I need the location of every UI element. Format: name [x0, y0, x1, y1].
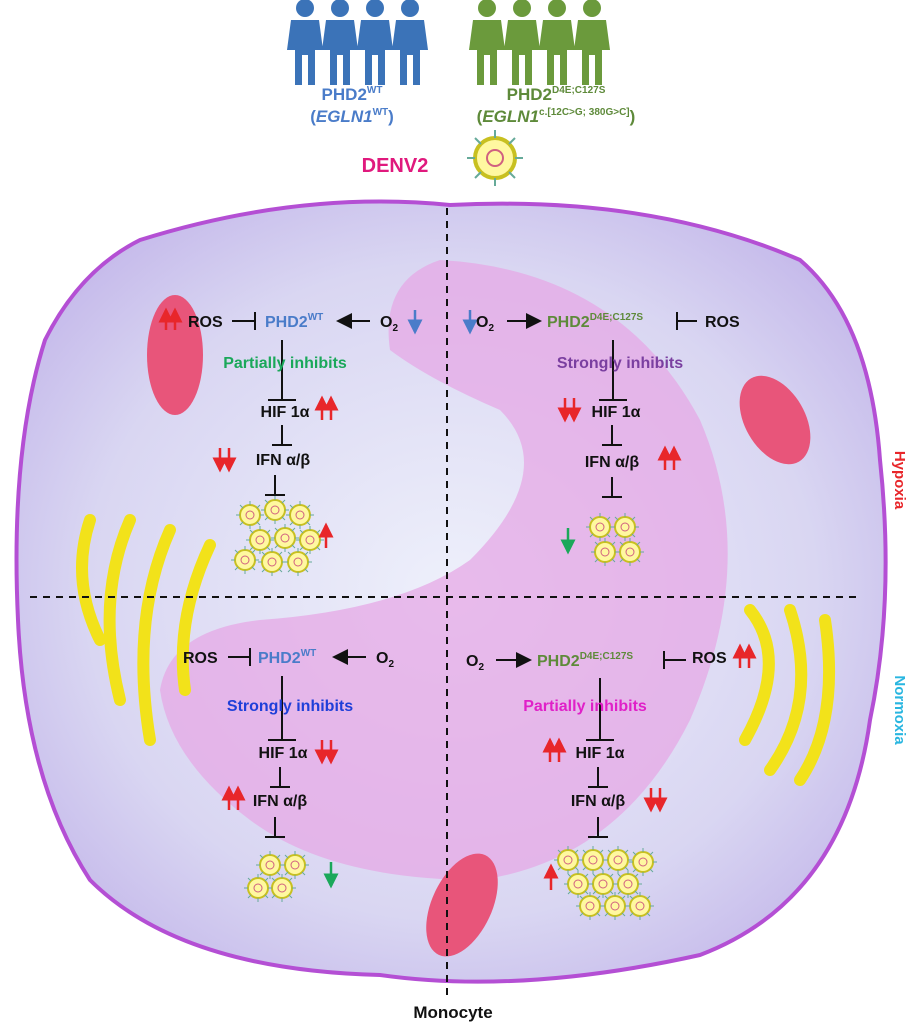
o2-label: O2	[466, 653, 484, 673]
mitochondrion	[739, 375, 811, 465]
phd2-wt-label: PHD2WT	[265, 312, 323, 331]
mitochondrion	[147, 295, 203, 415]
o2-label: O2	[380, 314, 398, 334]
wt-population-icon	[287, 0, 428, 85]
quadrant-hypoxia-wt: ROS PHD2WT O2 Partially inhibits HIF 1α …	[158, 307, 423, 577]
ros-label: ROS	[692, 650, 727, 667]
ifn-label: IFN α/β	[253, 793, 308, 810]
monocyte-label: Monocyte	[413, 1003, 492, 1022]
mutant-population-icon	[469, 0, 610, 85]
wt-label: PHD2WT	[322, 85, 383, 104]
mutant-gene-label: (EGLN1c.[12C>G; 380G>C])	[477, 107, 636, 126]
ifn-label: IFN α/β	[585, 454, 640, 471]
quadrant-normoxia-mutant: O2 PHD2D4E;C127S ROS Partially inhibits …	[466, 643, 757, 921]
o2-label: O2	[376, 650, 394, 670]
endoplasmic-reticulum	[76, 514, 836, 786]
denv2-label: DENV2	[362, 155, 429, 177]
ros-label: ROS	[705, 314, 740, 331]
hif-label: HIF 1α	[261, 404, 310, 421]
hypoxia-label: Hypoxia	[891, 451, 908, 510]
dengue-virus-icon	[465, 128, 525, 188]
inhibition-label: Partially inhibits	[523, 698, 647, 715]
nucleus	[160, 260, 728, 880]
ifn-label: IFN α/β	[571, 793, 626, 810]
ros-label: ROS	[188, 314, 223, 331]
quadrant-normoxia-wt: ROS PHD2WT O2 Strongly inhibits HIF 1α I…	[183, 648, 394, 903]
ros-label: ROS	[183, 650, 218, 667]
o2-label: O2	[476, 314, 494, 334]
phd2-mutant-label: PHD2D4E;C127S	[547, 312, 643, 331]
hif-label: HIF 1α	[576, 745, 625, 762]
inhibition-label: Strongly inhibits	[227, 698, 353, 715]
normoxia-label: Normoxia	[891, 675, 908, 745]
mitochondrion	[426, 853, 498, 957]
phd2-wt-label: PHD2WT	[258, 648, 316, 667]
ifn-label: IFN α/β	[256, 452, 311, 469]
inhibition-label: Strongly inhibits	[557, 355, 683, 372]
phd2-mutant-label: PHD2D4E;C127S	[537, 651, 633, 670]
hif-label: HIF 1α	[592, 404, 641, 421]
mutant-label: PHD2D4E;C127S	[507, 85, 606, 104]
inhibition-label: Partially inhibits	[223, 355, 347, 372]
hif-label: HIF 1α	[259, 745, 308, 762]
wt-gene-label: (EGLN1WT)	[310, 107, 394, 126]
quadrant-hypoxia-mutant: O2 PHD2D4E;C127S ROS Strongly inhibits H…	[462, 310, 740, 567]
